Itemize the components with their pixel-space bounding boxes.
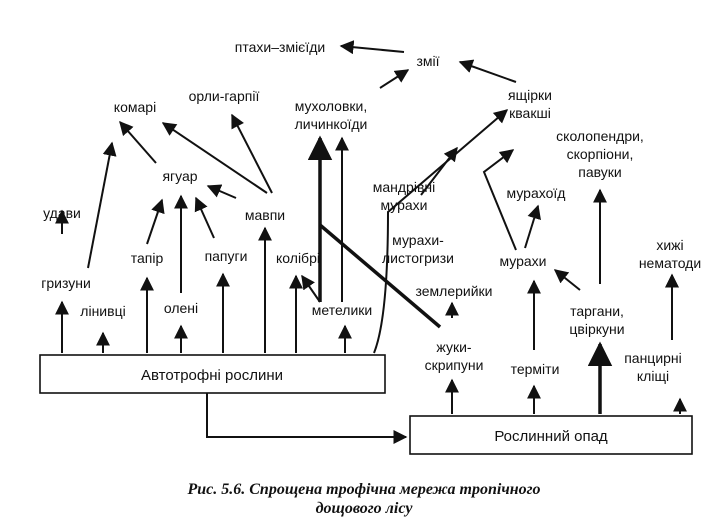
edge-tapir-to-jaguar	[146, 198, 165, 245]
edge-cockroaches-to-ants	[553, 269, 581, 291]
node-rodents: гризуни	[41, 275, 91, 291]
edge-monkeys-to-harpy	[231, 113, 273, 194]
node-harpy-eagles: орли-гарпії	[189, 88, 260, 104]
node-butterflies: метелики	[312, 302, 372, 318]
node-crickets: цвіркуни	[569, 321, 624, 337]
node-flycatchers: мухоловки,	[295, 98, 368, 114]
autotrophs-label: Автотрофні рослини	[141, 367, 283, 384]
node-lizards: ящірки	[508, 87, 552, 103]
node-jaguar: ягуар	[162, 168, 197, 184]
caption-line1: Рис. 5.6. Спрощена трофічна мережа тропі…	[186, 481, 540, 498]
edge-lizards-to-snakes	[458, 59, 517, 83]
node-beetles-line1: жуки-	[436, 339, 471, 355]
node-scorpions: скорпіони,	[567, 146, 634, 162]
edge-jaguar-to-mosquitoes	[119, 120, 157, 164]
node-sloths: лінивці	[80, 303, 125, 319]
node-leafcutter-ants-line2: листогризи	[382, 250, 454, 266]
node-tapir: тапір	[131, 250, 164, 266]
edge-ants-to-lizards	[482, 149, 517, 251]
node-hummingbirds: колібрі	[276, 250, 320, 266]
edge-butterflies-to-hummingbirds	[301, 274, 321, 303]
node-centipedes: сколопендри,	[556, 128, 644, 144]
node-birds-snake-eaters: птахи–змієїди	[235, 39, 325, 55]
node-leafcutter-ants-line1: мурахи-	[392, 232, 444, 248]
litter-box	[409, 415, 693, 455]
edge-flycatchers-to-snakes	[379, 69, 410, 89]
node-cockroaches: таргани,	[570, 303, 624, 319]
edge-rodents-to-mosquitoes	[87, 141, 117, 269]
node-deer: олені	[164, 300, 198, 316]
edge-snakes-to-snake-eaters	[339, 40, 405, 55]
node-spiders: павуки	[578, 164, 621, 180]
node-snakes: змії	[416, 53, 439, 69]
edge-beetles-link	[318, 223, 442, 329]
node-termites: терміти	[511, 361, 560, 377]
node-boas: удави	[43, 205, 81, 221]
autotrophs-box	[39, 354, 386, 394]
node-earthworms: землерийки	[416, 283, 493, 299]
node-predatory-nematodes-line1: хижі	[656, 237, 683, 253]
node-beetles-line2: скрипуни	[425, 357, 484, 373]
node-caterpillar-eaters: личинкоїди	[295, 116, 368, 132]
edge-plants-to-lizards	[373, 109, 509, 354]
node-ants: мурахи	[499, 253, 546, 269]
node-nomadic-ants-line2: мурахи	[380, 197, 427, 213]
litter-label: Рослинний опад	[494, 428, 608, 445]
edge-parrots-to-jaguar	[194, 196, 215, 239]
edge-monkeys-to-jaguar	[206, 184, 237, 199]
node-geckos: квакші	[509, 105, 551, 121]
node-nomadic-ants-line1: мандрівні	[373, 179, 436, 195]
edge-ants-to-anteater	[524, 204, 541, 249]
node-armored-mites-line2: кліщі	[637, 368, 669, 384]
node-anteater: мурахоїд	[507, 185, 566, 201]
edge-monkeys-to-mosquitoes	[161, 122, 268, 194]
node-armored-mites-line1: панцирні	[624, 350, 682, 366]
node-mosquitoes: комарі	[114, 99, 156, 115]
edge-nomadic-ants-to-lizards	[420, 146, 458, 196]
node-monkeys: мавпи	[245, 207, 285, 223]
node-parrots: папуги	[205, 248, 248, 264]
edge-autotrophs-to-litter	[206, 393, 408, 444]
caption-line2: дощового лісу	[316, 500, 414, 517]
node-predatory-nematodes-line2: нематоди	[639, 255, 701, 271]
